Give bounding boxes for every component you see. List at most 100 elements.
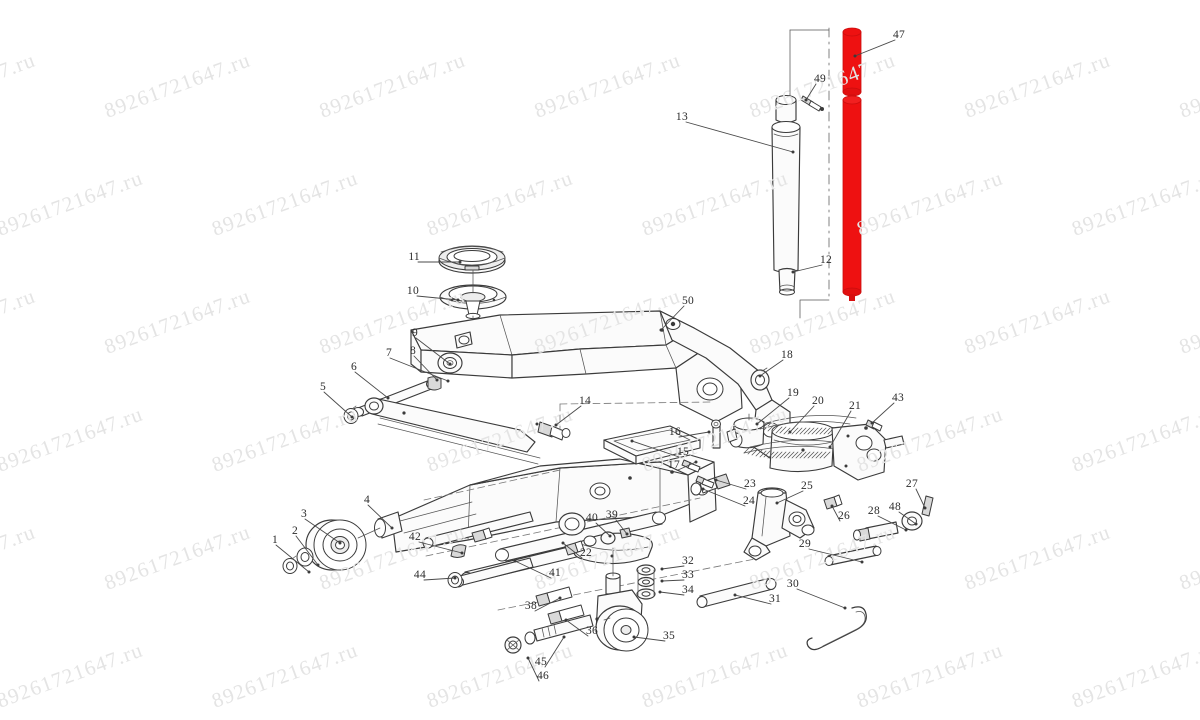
leader-endpoint xyxy=(558,596,562,600)
callout-47: 47 xyxy=(853,29,905,58)
leader-line xyxy=(631,440,680,458)
left-linkage-group xyxy=(343,376,571,465)
leader-line xyxy=(702,488,746,507)
hydraulic-pump-group xyxy=(726,413,905,481)
callout-27: 27 xyxy=(906,478,927,510)
leader-line xyxy=(776,490,804,504)
callout-number: 24 xyxy=(743,495,755,507)
leader-endpoint xyxy=(870,421,874,425)
leader-endpoint xyxy=(843,606,847,610)
leader-line xyxy=(415,337,451,365)
callout-number: 33 xyxy=(682,569,694,581)
callout-18: 18 xyxy=(758,349,793,378)
leader-endpoint xyxy=(714,478,718,482)
callout-9: 9 xyxy=(412,327,452,366)
callout-32: 32 xyxy=(660,555,694,571)
leader-line xyxy=(660,305,685,331)
callout-number: 10 xyxy=(407,285,419,297)
leader-endpoint xyxy=(755,422,759,426)
leader-endpoint xyxy=(435,378,439,382)
leader-endpoint xyxy=(307,570,311,574)
callout-15: 15 xyxy=(630,439,689,458)
callout-number: 16 xyxy=(669,426,681,438)
callout-number: 48 xyxy=(889,501,901,513)
callout-number: 21 xyxy=(849,400,861,412)
leader-line xyxy=(871,402,895,424)
callout-number: 11 xyxy=(408,251,420,263)
callout-20: 20 xyxy=(788,395,824,434)
leader-line xyxy=(514,560,552,579)
callout-number: 3 xyxy=(301,508,307,520)
callout-8: 8 xyxy=(410,345,439,382)
leader-line xyxy=(659,591,685,596)
leader-endpoint xyxy=(860,560,864,564)
callout-number: 13 xyxy=(676,111,688,123)
leader-line xyxy=(423,577,456,581)
leader-line xyxy=(661,579,685,582)
callout-12: 12 xyxy=(791,254,832,274)
leader-line xyxy=(831,505,841,522)
leader-endpoint xyxy=(923,506,927,510)
callout-number: 2 xyxy=(292,525,298,537)
leader-line xyxy=(796,588,846,609)
callout-3: 3 xyxy=(301,508,342,545)
callout-number: 6 xyxy=(351,361,357,373)
callout-14: 14 xyxy=(554,395,591,427)
callout-number: 49 xyxy=(814,73,826,85)
leader-endpoint xyxy=(804,98,808,102)
callout-25: 25 xyxy=(775,480,813,505)
callout-41: 41 xyxy=(513,559,561,579)
callout-number: 34 xyxy=(682,584,694,596)
callout-number: 23 xyxy=(744,478,756,490)
leader-endpoint xyxy=(458,260,462,264)
callout-number: 1 xyxy=(272,534,278,546)
callout-number: 7 xyxy=(386,347,392,359)
leader-endpoint xyxy=(828,445,832,449)
callout-number: 18 xyxy=(781,349,793,361)
leader-line xyxy=(416,295,459,301)
callout-number: 36 xyxy=(586,625,598,637)
callout-number: 42 xyxy=(409,531,421,543)
callout-39: 39 xyxy=(606,509,629,536)
callout-16: 16 xyxy=(669,426,711,438)
callout-4: 4 xyxy=(364,494,394,530)
leader-line xyxy=(304,518,341,544)
callout-7: 7 xyxy=(386,347,450,383)
callout-44: 44 xyxy=(414,569,457,581)
leader-line xyxy=(829,410,852,448)
leader-endpoint xyxy=(791,150,795,154)
saddle-base-group xyxy=(439,269,507,332)
leader-line xyxy=(389,357,449,382)
callout-28: 28 xyxy=(868,505,908,532)
leader-line xyxy=(615,519,628,535)
callout-number: 17 xyxy=(668,459,680,471)
callout-5: 5 xyxy=(320,381,354,419)
callout-number: 41 xyxy=(549,567,561,579)
leader-endpoint xyxy=(701,487,705,491)
callout-number: 35 xyxy=(663,630,675,642)
leader-endpoint xyxy=(608,534,612,538)
callout-38: 38 xyxy=(525,596,562,612)
callout-number: 44 xyxy=(414,569,426,581)
leader-endpoint xyxy=(390,526,394,530)
callout-36: 36 xyxy=(564,618,598,637)
leader-line xyxy=(354,371,389,399)
callout-17: 17 xyxy=(668,459,698,471)
callout-35: 35 xyxy=(632,630,675,642)
callout-22: 22 xyxy=(561,541,592,559)
leader-line xyxy=(661,565,685,570)
leader-line xyxy=(677,461,697,471)
leader-endpoint xyxy=(660,579,664,583)
leader-line xyxy=(413,355,438,381)
callout-31: 31 xyxy=(733,593,781,605)
callout-number: 4 xyxy=(364,494,370,506)
leader-line xyxy=(854,39,896,57)
callout-40: 40 xyxy=(586,512,612,538)
leader-endpoint xyxy=(446,379,450,383)
leader-line xyxy=(418,541,463,554)
callout-number: 19 xyxy=(787,387,799,399)
leader-endpoint xyxy=(316,563,320,567)
leader-endpoint xyxy=(707,430,711,434)
